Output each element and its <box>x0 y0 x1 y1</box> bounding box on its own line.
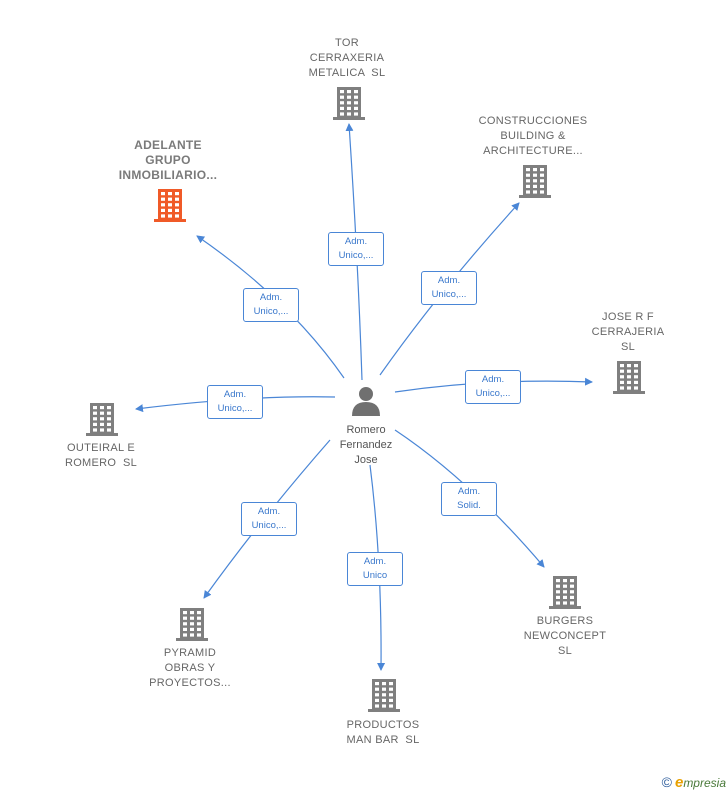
company-label-outeiral[interactable]: OUTEIRAL E ROMERO SL <box>64 442 138 469</box>
company-label-burgers[interactable]: BURGERS NEWCONCEPT SL <box>523 615 607 657</box>
building-icon[interactable] <box>368 679 400 712</box>
role-label-pyramid[interactable]: Adm. Unico,... <box>241 502 297 536</box>
building-icon[interactable] <box>86 403 118 436</box>
company-label-adelante[interactable]: ADELANTE GRUPO INMOBILIARIO... <box>118 138 218 182</box>
building-icon[interactable] <box>519 165 551 198</box>
building-icon[interactable] <box>176 608 208 641</box>
building-icon[interactable] <box>549 576 581 609</box>
company-label-tor[interactable]: TOR CERRAXERIA METALICA SL <box>308 37 386 79</box>
company-label-jose_rf[interactable]: JOSE R F CERRAJERIA SL <box>591 311 665 353</box>
person-name[interactable]: Romero Fernandez Jose <box>339 424 393 466</box>
role-label-jose_rf[interactable]: Adm. Unico,... <box>465 370 521 404</box>
role-label-tor[interactable]: Adm. Unico,... <box>328 232 384 266</box>
building-icon[interactable] <box>613 361 645 394</box>
role-label-burgers[interactable]: Adm. Solid. <box>441 482 497 516</box>
brand-name: mpresia <box>683 776 726 790</box>
brand-initial: e <box>674 774 684 791</box>
copyright-icon: © <box>661 774 672 790</box>
role-label-adelante[interactable]: Adm. Unico,... <box>243 288 299 322</box>
role-label-productos[interactable]: Adm. Unico <box>347 552 403 586</box>
company-label-construcciones[interactable]: CONSTRUCCIONES BUILDING & ARCHITECTURE..… <box>478 115 588 157</box>
footer-brand[interactable]: ©empresia <box>662 774 726 791</box>
company-label-pyramid[interactable]: PYRAMID OBRAS Y PROYECTOS... <box>149 647 231 689</box>
role-label-outeiral[interactable]: Adm. Unico,... <box>207 385 263 419</box>
building-icon[interactable] <box>154 189 186 222</box>
company-label-productos[interactable]: PRODUCTOS MAN BAR SL <box>346 719 420 746</box>
building-icon[interactable] <box>333 87 365 120</box>
role-label-construcciones[interactable]: Adm. Unico,... <box>421 271 477 305</box>
person-icon[interactable] <box>352 387 380 416</box>
